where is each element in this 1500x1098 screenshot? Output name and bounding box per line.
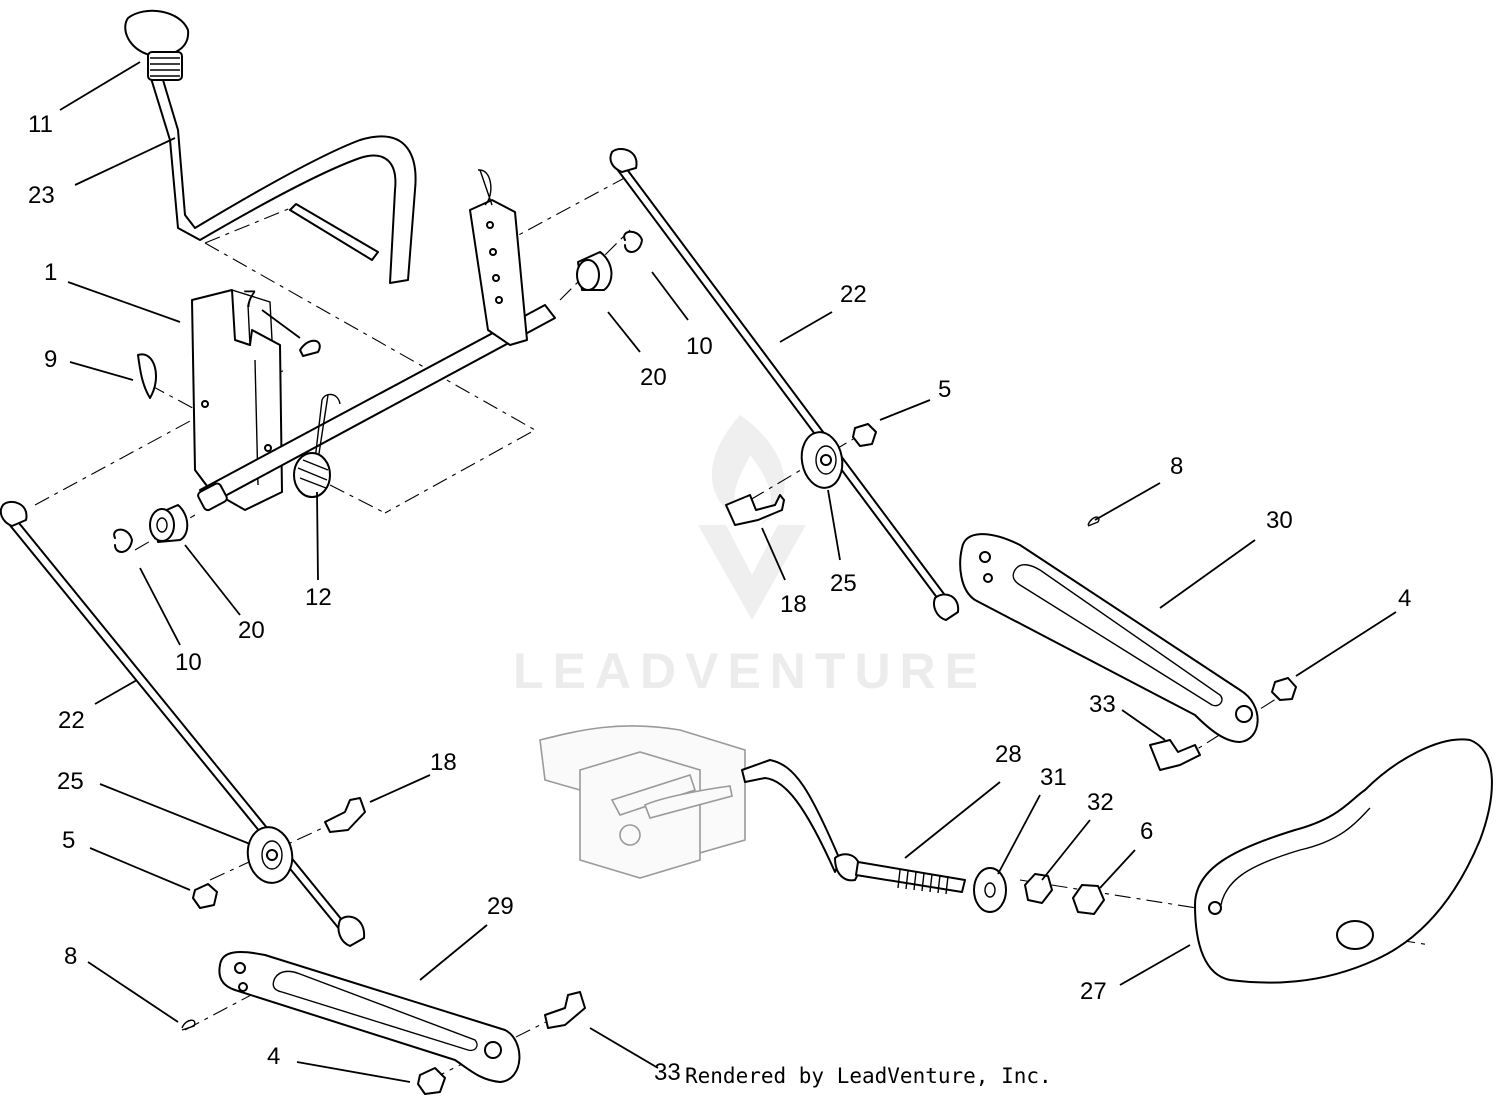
callout-labels: 11 23 1 7 9 20 10 22 5 8 30 18 25 12 20 …: [28, 111, 1411, 1086]
bolt-icon: [544, 991, 586, 1029]
nut-icon: [852, 423, 877, 447]
callout-29: 29: [487, 893, 514, 920]
callout-5-lower: 5: [62, 827, 75, 854]
watermark-logo-icon: [698, 415, 806, 620]
nut-icon: [1024, 873, 1053, 904]
bushing-icon: [149, 504, 189, 543]
knob-icon: [124, 9, 190, 81]
pivot-shaft: [197, 304, 556, 512]
shoulder-bolt-icon: [725, 494, 785, 526]
nut-icon: [192, 883, 218, 909]
callout-31: 31: [1040, 764, 1067, 791]
cotter-pin-icon: [299, 339, 321, 357]
callout-7: 7: [243, 286, 256, 313]
cotter-pin-icon: [181, 1019, 196, 1031]
callout-20-upper: 20: [640, 364, 667, 391]
callout-1: 1: [44, 259, 57, 286]
nut-icon: [417, 1067, 446, 1095]
callout-10-upper: 10: [686, 333, 713, 360]
shoulder-bolt-icon: [324, 797, 366, 833]
nut-icon: [1271, 677, 1297, 701]
height-adjust-handle: [149, 69, 417, 284]
callout-12: 12: [305, 584, 332, 611]
callout-8-lower: 8: [64, 943, 77, 970]
mower-frame-reference: [539, 725, 746, 879]
callout-30: 30: [1266, 507, 1293, 534]
callout-5-upper: 5: [938, 376, 951, 403]
callout-23: 23: [28, 182, 55, 209]
bolt-icon: [1149, 739, 1201, 771]
callout-11: 11: [28, 111, 53, 138]
torsion-spring-icon: [293, 393, 341, 498]
callout-22-lower: 22: [58, 707, 85, 734]
e-clip-icon: [623, 230, 643, 253]
watermark-text: LEADVENTURE: [513, 643, 987, 699]
callout-10-lower: 10: [175, 649, 202, 676]
callout-22-upper: 22: [840, 281, 867, 308]
upright-bracket: [469, 169, 528, 346]
nut-icon: [1072, 884, 1105, 915]
render-credit: Rendered by LeadVenture, Inc.: [685, 1064, 1052, 1088]
washer-icon: [973, 867, 1007, 913]
pulley-icon: [246, 826, 294, 884]
callout-4-upper: 4: [1398, 585, 1411, 612]
cover-plate: [1194, 738, 1493, 984]
callout-8-upper: 8: [1170, 453, 1183, 480]
hairpin-clip-icon: [137, 353, 157, 399]
lift-rod: [0, 501, 366, 947]
callout-25-lower: 25: [57, 768, 84, 795]
callout-18-upper: 18: [780, 591, 807, 618]
callout-27: 27: [1080, 978, 1107, 1005]
callout-20-lower: 20: [238, 617, 265, 644]
pulley-icon: [800, 431, 844, 489]
bushing-icon: [576, 251, 613, 291]
cotter-pin-icon: [1087, 516, 1100, 527]
e-clip-icon: [113, 528, 133, 553]
callout-32: 32: [1087, 789, 1114, 816]
callout-9: 9: [44, 346, 57, 373]
callout-4-lower: 4: [267, 1043, 280, 1070]
lift-arm: [218, 951, 521, 1083]
callout-leaders: [59, 61, 1397, 1083]
callout-25-upper: 25: [830, 570, 857, 597]
callout-18-lower: 18: [430, 749, 457, 776]
lift-arm: [959, 533, 1259, 743]
callout-33-lower: 33: [654, 1059, 681, 1086]
callout-6: 6: [1140, 818, 1153, 845]
callout-28: 28: [995, 741, 1022, 768]
callout-33-upper: 33: [1089, 691, 1116, 718]
adjuster-rod: [741, 759, 966, 895]
